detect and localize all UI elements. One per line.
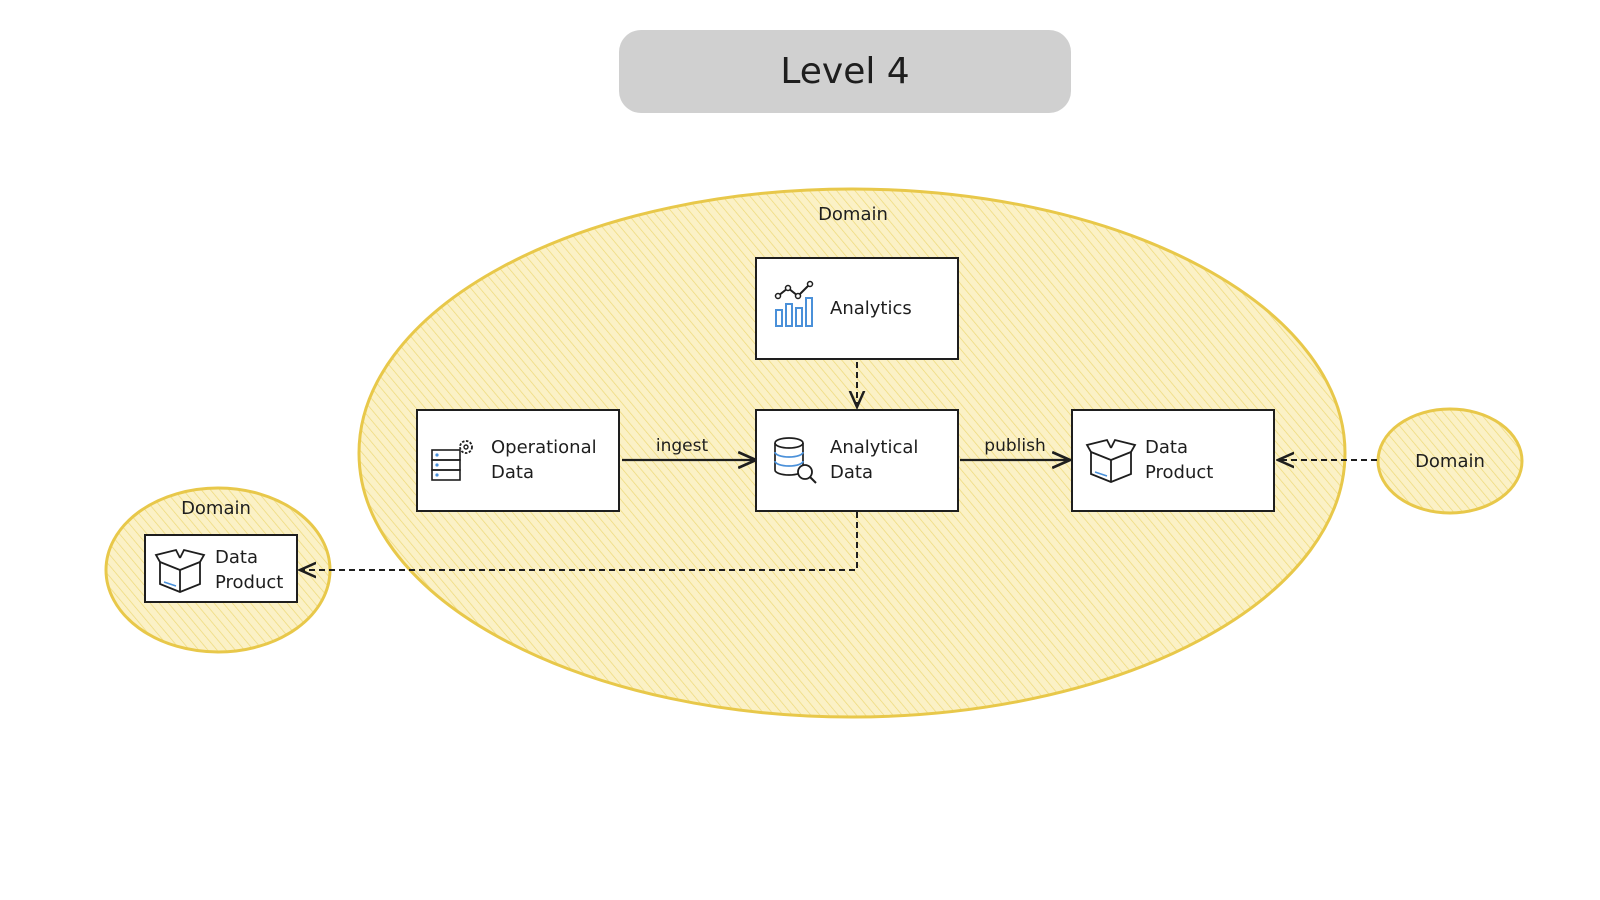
analytical-data-label-line2: Data bbox=[830, 462, 873, 483]
domain-main-label: Domain bbox=[818, 204, 888, 225]
page-title: Level 4 bbox=[780, 51, 910, 92]
database-gear-icon bbox=[431, 440, 473, 481]
operational-data-label-line1: Operational bbox=[491, 437, 597, 458]
data-product-main-label-line2: Product bbox=[1145, 462, 1213, 483]
domain-left-label: Domain bbox=[181, 498, 251, 519]
operational-data-node: Operational Data bbox=[416, 409, 620, 512]
data-product-left-label-line1: Data bbox=[215, 547, 258, 568]
analytical-data-label-line1: Analytical bbox=[830, 437, 918, 458]
title-banner: Level 4 bbox=[619, 30, 1071, 113]
ingest-label: ingest bbox=[656, 436, 709, 456]
domain-right-ellipse bbox=[1376, 407, 1524, 515]
data-product-left-node: Data Product bbox=[144, 534, 298, 603]
open-box-icon bbox=[1085, 438, 1137, 483]
analytics-chart-icon bbox=[774, 280, 814, 327]
operational-data-label-line2: Data bbox=[491, 462, 534, 483]
open-box-icon bbox=[154, 548, 206, 593]
data-product-main-label-line1: Data bbox=[1145, 437, 1188, 458]
database-search-icon bbox=[774, 437, 817, 484]
analytics-label: Analytics bbox=[830, 298, 912, 319]
analytical-data-node: Analytical Data bbox=[755, 409, 959, 512]
analytics-node: Analytics bbox=[755, 257, 959, 360]
data-product-main-node: Data Product bbox=[1071, 409, 1275, 512]
data-product-left-label-line2: Product bbox=[215, 572, 283, 593]
publish-label: publish bbox=[984, 436, 1045, 456]
domain-right-label: Domain bbox=[1415, 451, 1485, 472]
